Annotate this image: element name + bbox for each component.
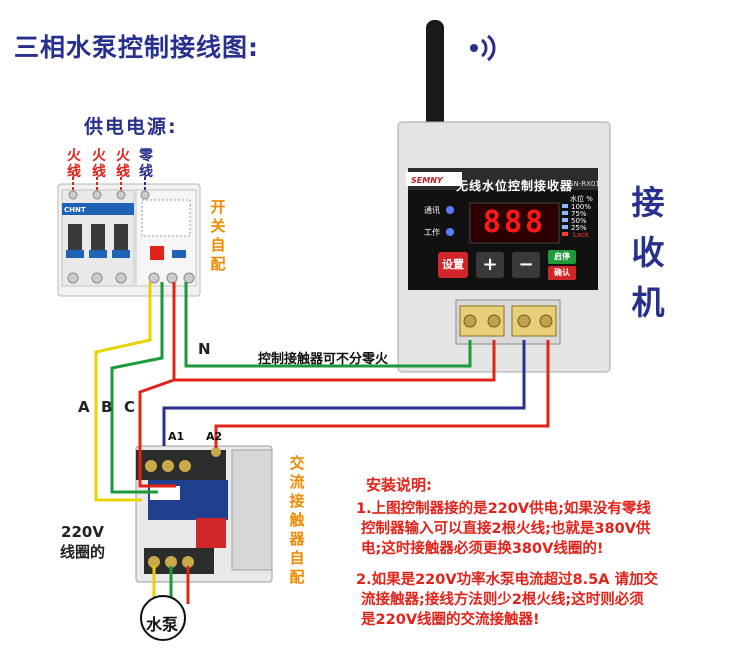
phase-label-c: C	[124, 398, 136, 416]
line-label-l2: 火线	[92, 148, 106, 180]
a1-label: A1	[168, 430, 185, 443]
pump-label: 水泵	[146, 615, 179, 634]
confirm-button[interactable]: 确认	[554, 268, 570, 277]
device-title: 无线水位控制接收器	[456, 179, 574, 193]
breaker-brand: CHNT	[64, 206, 86, 214]
wireless-signal-icon	[470, 34, 496, 62]
instructions-title: 安装说明:	[366, 476, 432, 494]
line-label-l3: 火线	[116, 148, 130, 180]
led-work-label: 工作	[424, 228, 440, 237]
contactor-note: 交流接触器自配	[289, 454, 305, 586]
wiring-note: 控制接触器可不分零火	[258, 352, 389, 367]
level-75: 75%	[571, 210, 587, 218]
instruction-item-1: 1.上图控制器接的是220V供电;如果没有零线 控制器输入可以直接2根火线;也就…	[356, 501, 651, 557]
circuit-breaker	[57, 183, 201, 297]
a2-label: A2	[206, 430, 223, 443]
start-stop-button[interactable]: 启停	[554, 252, 570, 261]
page-title: 三相水泵控制接线图:	[14, 33, 259, 62]
set-button[interactable]: 设置	[442, 258, 464, 271]
phase-label-a: A	[78, 398, 90, 416]
digit-display: 888	[482, 205, 547, 240]
neutral-label: N	[198, 340, 211, 358]
device-model: SN-RX01	[569, 180, 600, 188]
level-header: 水位 %	[570, 195, 593, 203]
minus-button[interactable]: −	[518, 254, 534, 275]
level-50: 50%	[571, 217, 587, 225]
power-supply-title: 供电电源:	[84, 116, 178, 138]
plus-button[interactable]: +	[482, 254, 498, 275]
brand-logo: SEMNY	[411, 176, 443, 185]
led-comm-label: 通讯	[424, 206, 440, 215]
coil-label: 220V 线圈的	[60, 523, 106, 561]
instruction-item-2: 2.如果是220V功率水泵电流超过8.5A 请加交 流接触器;接线方法则少2根火…	[356, 572, 659, 628]
receiver-device	[397, 20, 611, 373]
breaker-note: 开关自配	[210, 198, 226, 273]
phase-label-b: B	[101, 398, 113, 416]
level-lack: Lack	[573, 231, 590, 239]
receiver-label: 接收机	[631, 183, 665, 322]
level-100: 100%	[571, 203, 592, 211]
level-25: 25%	[571, 224, 587, 232]
ac-contactor	[135, 445, 273, 583]
